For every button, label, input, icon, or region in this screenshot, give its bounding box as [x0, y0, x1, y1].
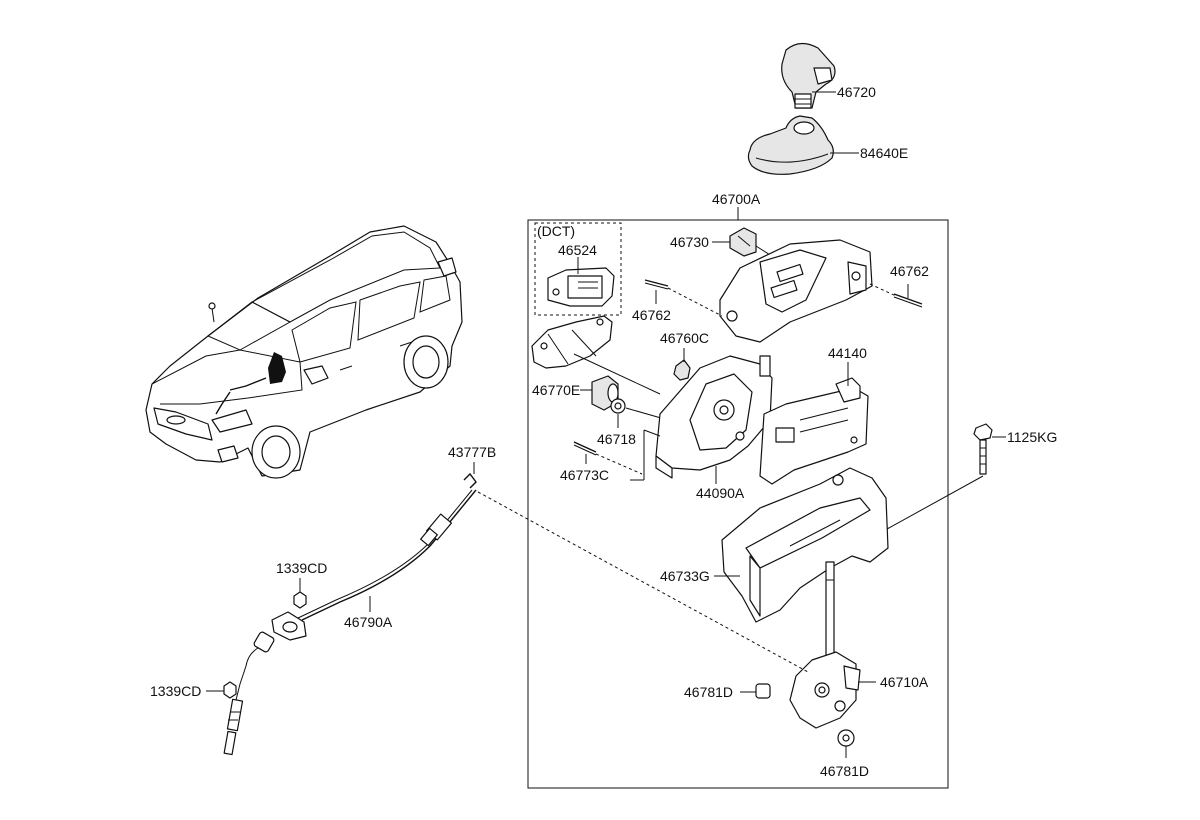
label-46790A[interactable]: 46790A [344, 614, 393, 630]
label-46773C[interactable]: 46773C [560, 467, 609, 483]
dct-box [534, 222, 622, 316]
pin-46773C[interactable] [573, 441, 597, 456]
nut-1339CD-top[interactable] [293, 591, 307, 609]
label-dct: (DCT) [537, 223, 575, 239]
bracket-46770E[interactable] [531, 315, 613, 369]
clip-46730[interactable] [729, 227, 757, 257]
label-46730[interactable]: 46730 [670, 234, 709, 250]
label-1339CD-top[interactable]: 1339CD [276, 560, 327, 576]
label-46524[interactable]: 46524 [558, 242, 597, 258]
label-46718[interactable]: 46718 [597, 431, 636, 447]
shift-cable-46790A[interactable] [223, 489, 477, 756]
bushing-46781D-bottom[interactable] [837, 729, 855, 747]
bushing-46781D-left[interactable] [755, 683, 771, 699]
pin-46762-right[interactable] [893, 293, 923, 308]
label-46710A[interactable]: 46710A [880, 674, 929, 690]
label-46781D-left[interactable]: 46781D [684, 684, 733, 700]
label-46762-right[interactable]: 46762 [890, 263, 929, 279]
label-1339CD-bottom[interactable]: 1339CD [150, 683, 201, 699]
label-44090A[interactable]: 44090A [696, 485, 745, 501]
vehicle-illustration [145, 225, 463, 479]
shift-lever-base-44090A[interactable] [655, 355, 773, 479]
label-46733G[interactable]: 46733G [660, 568, 710, 584]
label-46762-left[interactable]: 46762 [632, 307, 671, 323]
dct-module-46524[interactable] [547, 267, 615, 307]
label-46770E[interactable]: 46770E [532, 382, 580, 398]
nut-1339CD-bottom[interactable] [223, 681, 237, 699]
label-84640E[interactable]: 84640E [860, 145, 908, 161]
clip-43777B[interactable] [463, 472, 477, 489]
washer-46718[interactable] [610, 398, 626, 414]
label-46720[interactable]: 46720 [837, 84, 876, 100]
label-43777B[interactable]: 43777B [448, 444, 496, 460]
pin-46762-left[interactable] [644, 279, 669, 290]
lower-housing-46733G[interactable] [721, 467, 889, 623]
label-46781D-bottom[interactable]: 46781D [820, 763, 869, 779]
indicator-cover[interactable] [719, 239, 873, 343]
label-46700A[interactable]: 46700A [712, 191, 761, 207]
label-46760C[interactable]: 46760C [660, 330, 709, 346]
shift-boot-84640E[interactable] [747, 115, 834, 175]
control-unit-44140[interactable] [759, 377, 869, 485]
shift-knob-46720[interactable] [781, 42, 836, 109]
clip-46760C[interactable] [673, 359, 691, 381]
label-1125KG[interactable]: 1125KG [1007, 429, 1057, 445]
bolt-1125KG[interactable] [973, 423, 993, 475]
label-44140[interactable]: 44140 [828, 345, 867, 361]
